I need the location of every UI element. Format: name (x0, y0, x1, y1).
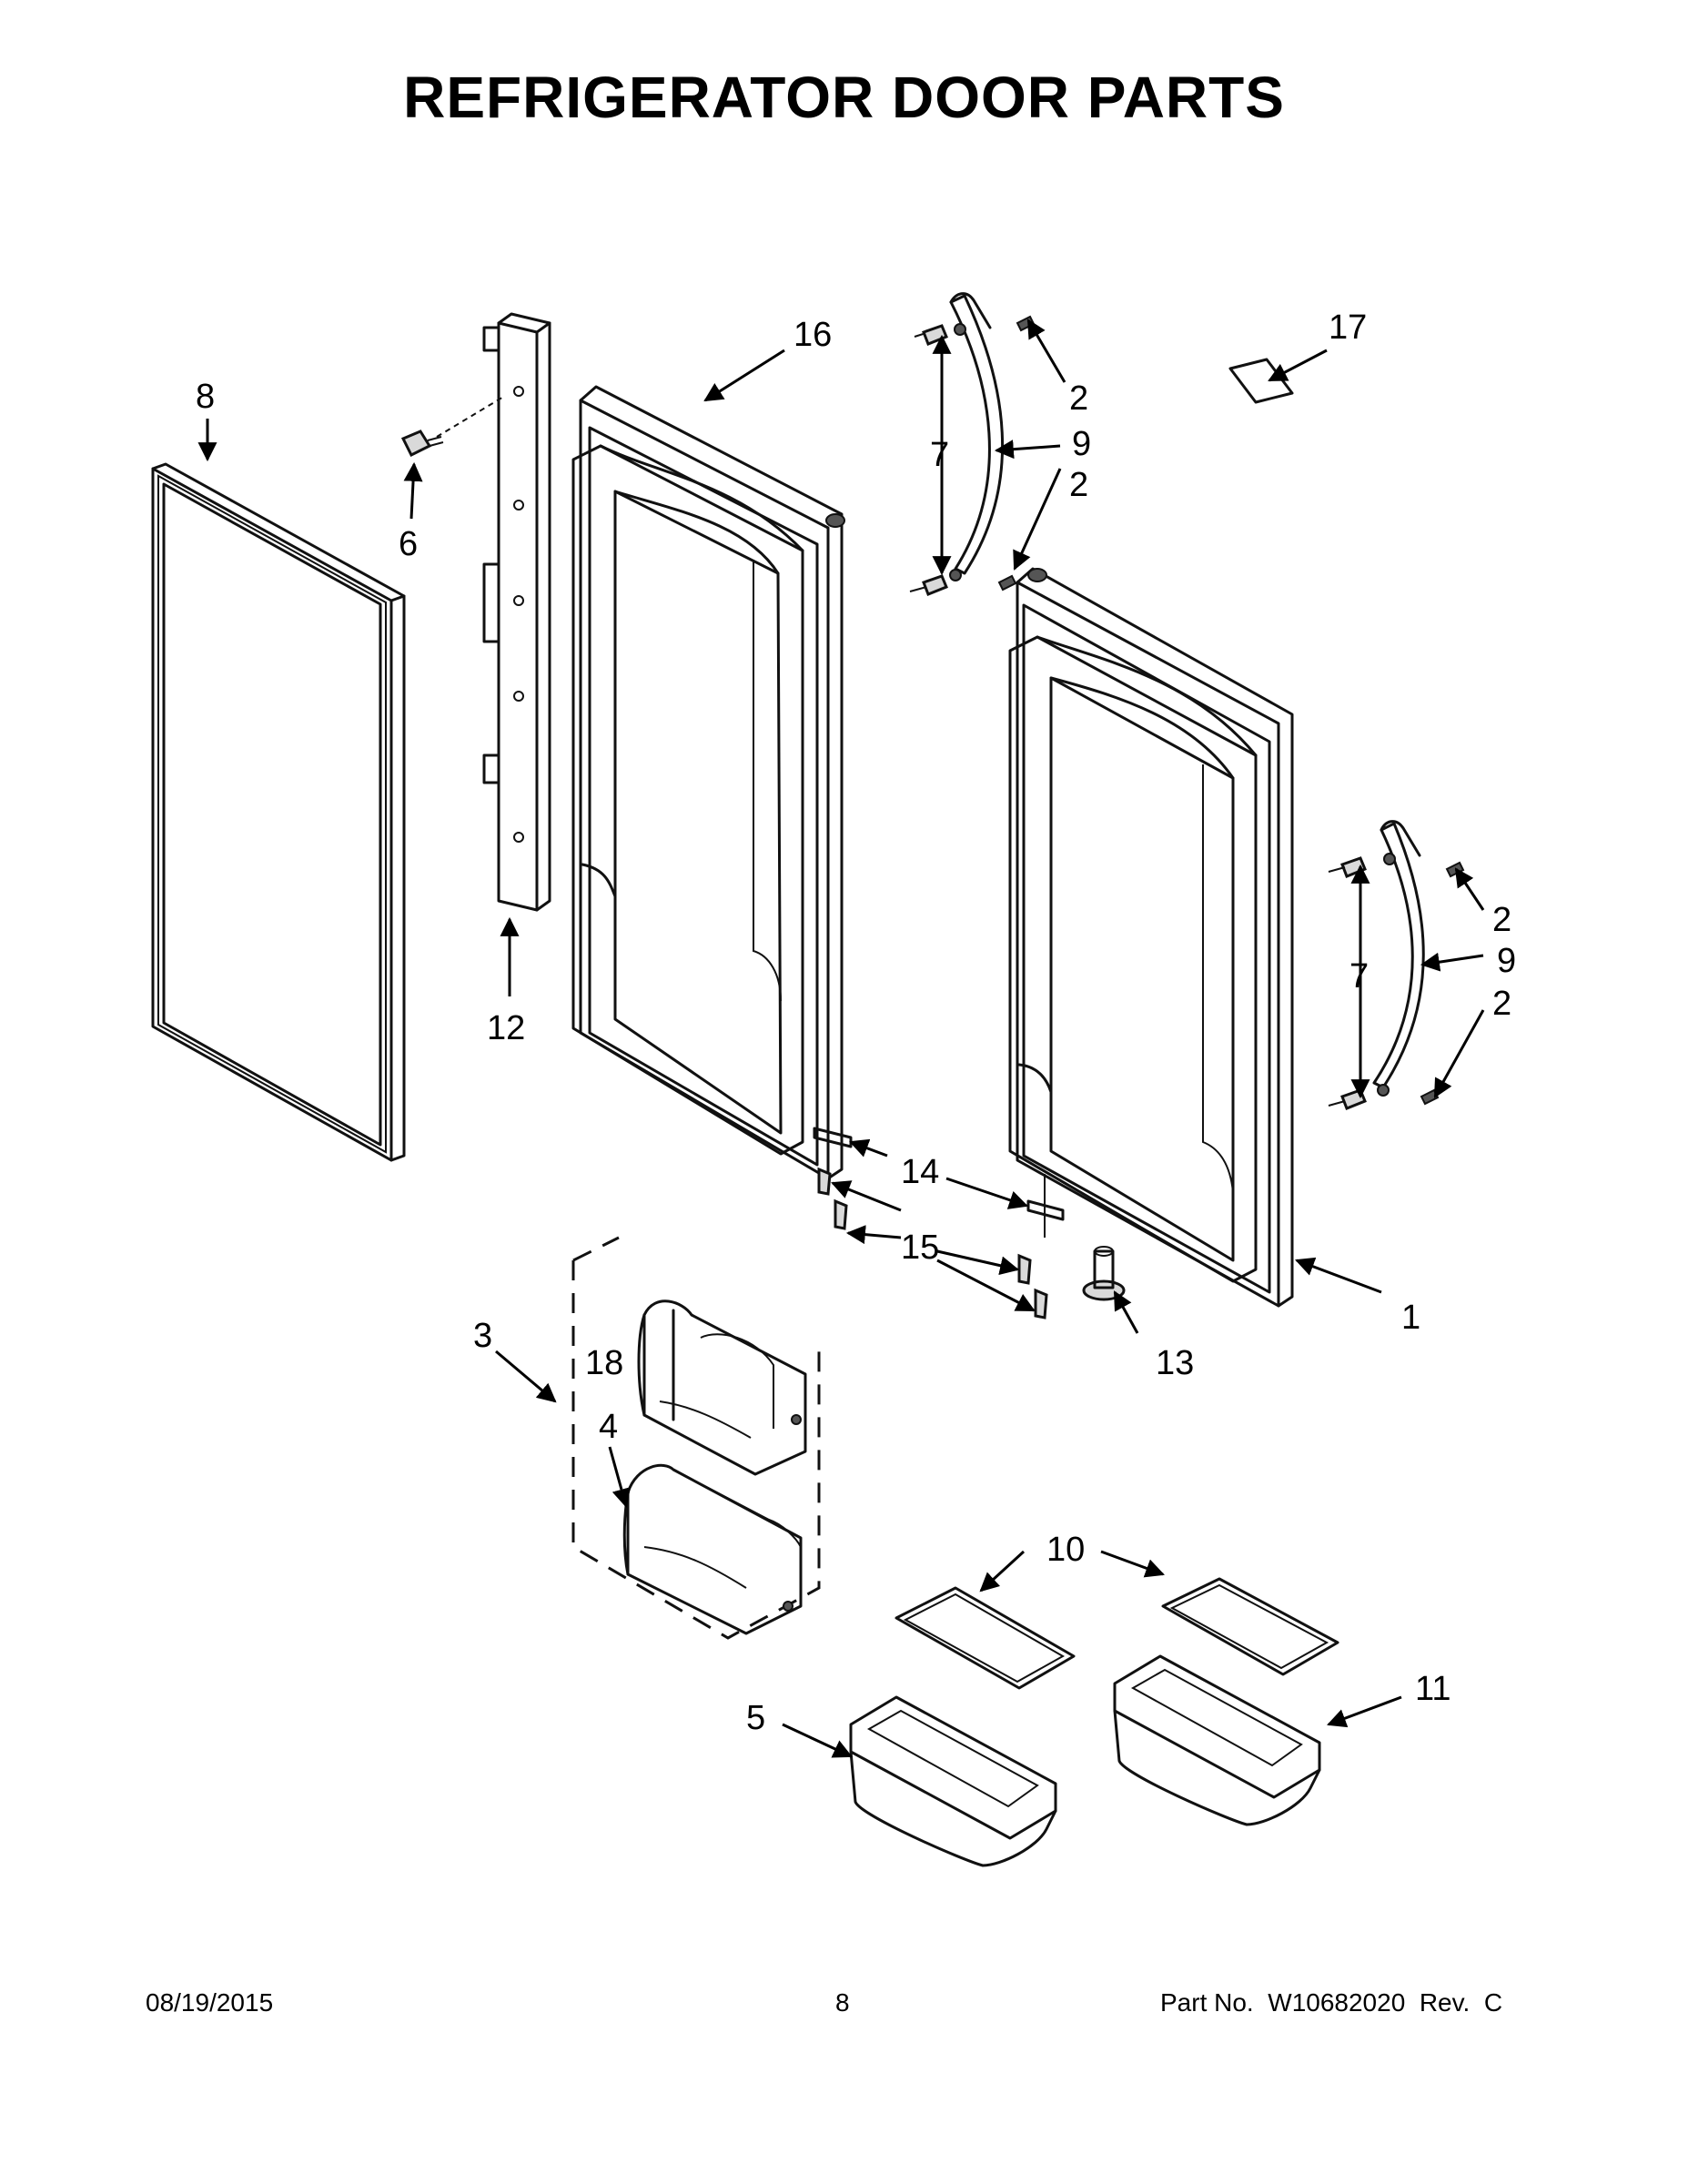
dairy-bin-part-4 (622, 1463, 803, 1635)
callout-4: 4 (599, 1408, 618, 1446)
callout-9-b: 9 (1497, 942, 1516, 980)
callout-3: 3 (473, 1317, 492, 1355)
callout-1: 1 (1401, 1299, 1420, 1337)
callout-15: 15 (901, 1228, 939, 1267)
door-gasket-part-8 (151, 462, 406, 1162)
callout-14: 14 (901, 1153, 939, 1191)
hinge-channel-part-12 (482, 312, 551, 912)
right-door-part-1 (1008, 567, 1294, 1308)
callout-7-b: 7 (1349, 957, 1369, 996)
footer-page-number: 8 (835, 1988, 850, 2017)
callout-6: 6 (399, 525, 418, 563)
callout-11: 11 (1415, 1670, 1450, 1708)
upper-handle-part-9 (909, 292, 1036, 596)
callout-12: 12 (487, 1009, 525, 1047)
hinge-bracket-part-14 (813, 1101, 1065, 1238)
left-door-part-16 (571, 385, 845, 1180)
callout-18: 18 (585, 1344, 623, 1382)
callout-2-c: 2 (1492, 901, 1511, 939)
callout-17: 17 (1329, 308, 1367, 347)
door-bin-part-5 (849, 1695, 1057, 1867)
bin-lid-left-part-10 (895, 1586, 1076, 1690)
door-bin-part-11 (1113, 1654, 1321, 1826)
hinge-pin-part-13 (1082, 1246, 1126, 1301)
leader-arrows (197, 318, 1485, 1758)
callout-labels: 8 6 12 16 17 2 9 2 7 2 9 2 7 14 15 13 1 … (196, 308, 1516, 1737)
callout-9-a: 9 (1072, 425, 1091, 463)
callout-2-d: 2 (1492, 985, 1511, 1023)
dairy-door-part-18 (637, 1299, 807, 1476)
callout-2-a: 2 (1069, 379, 1088, 418)
screw-part-6 (400, 395, 506, 458)
page-title: REFRIGERATOR DOOR PARTS (403, 65, 1285, 130)
footer-part-number: Part No. W10682020 Rev. C (1160, 1988, 1503, 2017)
footer-date: 08/19/2015 (146, 1988, 274, 2017)
callout-8: 8 (196, 378, 215, 416)
callout-16: 16 (793, 316, 832, 354)
dairy-bin-assembly-outline-part-3 (571, 1260, 821, 1640)
callout-7-a: 7 (930, 436, 949, 474)
callout-5: 5 (746, 1699, 765, 1737)
bin-lid-right-part-10 (1161, 1577, 1339, 1676)
callout-10: 10 (1046, 1531, 1085, 1569)
label-part-17 (1228, 358, 1294, 404)
callout-2-b: 2 (1069, 466, 1088, 504)
callout-13: 13 (1156, 1344, 1194, 1382)
